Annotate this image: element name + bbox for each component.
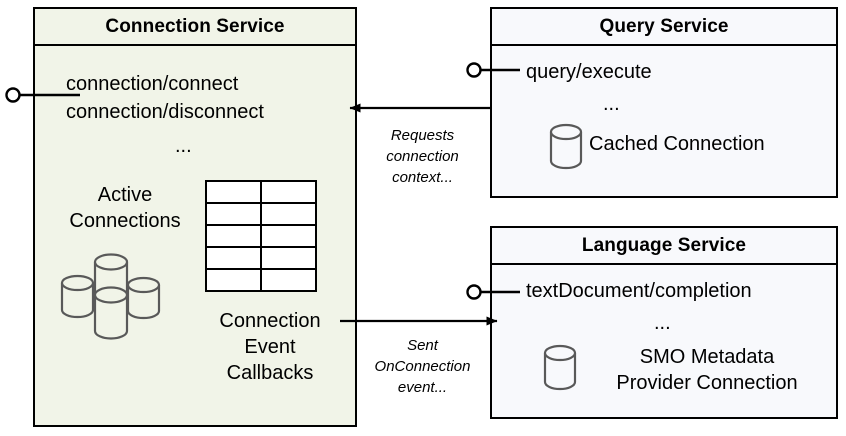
table-cell bbox=[205, 202, 262, 226]
query-service-more: ... bbox=[603, 93, 620, 115]
edge-label-line2: OnConnection bbox=[374, 358, 471, 375]
language-service-title: Language Service bbox=[492, 228, 836, 265]
table-row[interactable] bbox=[205, 246, 317, 270]
connection-event-callbacks-table[interactable] bbox=[205, 180, 317, 292]
edge-label-line1: Requests bbox=[390, 127, 455, 144]
callbacks-label-line1: Connection bbox=[219, 310, 321, 332]
table-cell bbox=[260, 224, 317, 248]
active-connections-label-line2: Connections bbox=[69, 210, 181, 232]
smo-metadata-provider-connection-label: SMO Metadata Provider Connection bbox=[582, 344, 832, 396]
edge-label-line1: Sent bbox=[407, 337, 438, 354]
edge-label-query-to-connection: Requests connection context... bbox=[360, 125, 485, 188]
connection-event-callbacks-label: Connection Event Callbacks bbox=[190, 308, 350, 386]
query-service-box[interactable]: Query Service query/execute ... Cached C… bbox=[490, 7, 838, 198]
cached-connection-label: Cached Connection bbox=[589, 133, 765, 155]
active-connections-label: Active Connections bbox=[45, 182, 205, 234]
edge-label-connection-to-language: Sent OnConnection event... bbox=[355, 335, 490, 398]
table-cell bbox=[205, 246, 262, 270]
connection-service-box[interactable]: Connection Service connection/connect co… bbox=[33, 7, 357, 427]
table-row[interactable] bbox=[205, 224, 317, 248]
smo-label-line2: Provider Connection bbox=[616, 372, 798, 394]
table-cell bbox=[260, 246, 317, 270]
language-service-body: textDocument/completion ... SMO Metadata… bbox=[492, 265, 836, 417]
query-service-lollipop-interface-icon[interactable] bbox=[466, 62, 521, 78]
connection-service-lollipop-interface-icon[interactable] bbox=[5, 87, 81, 103]
table-cell bbox=[260, 180, 317, 204]
language-service-api-0: textDocument/completion bbox=[526, 280, 752, 302]
query-service-title: Query Service bbox=[492, 9, 836, 46]
active-connections-label-line1: Active bbox=[97, 184, 153, 206]
connection-service-api-1: connection/disconnect bbox=[66, 101, 264, 123]
table-cell bbox=[205, 224, 262, 248]
callbacks-table-body bbox=[205, 180, 317, 292]
table-row[interactable] bbox=[205, 180, 317, 204]
language-service-box[interactable]: Language Service textDocument/completion… bbox=[490, 226, 838, 419]
callbacks-label-line2: Event bbox=[244, 336, 296, 358]
table-row[interactable] bbox=[205, 268, 317, 292]
connection-service-more: ... bbox=[175, 135, 192, 157]
edge-label-line3: event... bbox=[397, 379, 448, 396]
table-cell bbox=[205, 180, 262, 204]
table-cell bbox=[260, 268, 317, 292]
callbacks-label-line3: Callbacks bbox=[226, 362, 314, 384]
connection-service-api-0: connection/connect bbox=[66, 73, 239, 95]
query-service-api-0: query/execute bbox=[526, 61, 652, 83]
connection-service-body: connection/connect connection/disconnect… bbox=[35, 46, 355, 425]
connection-service-title: Connection Service bbox=[35, 9, 355, 46]
table-cell bbox=[260, 202, 317, 226]
language-service-lollipop-interface-icon[interactable] bbox=[466, 284, 521, 300]
edge-label-line3: context... bbox=[392, 169, 453, 186]
query-service-body: query/execute ... Cached Connection bbox=[492, 46, 836, 196]
edge-label-line2: connection bbox=[386, 148, 459, 165]
table-row[interactable] bbox=[205, 202, 317, 226]
smo-label-line1: SMO Metadata bbox=[639, 346, 775, 368]
table-cell bbox=[205, 268, 262, 292]
language-service-more: ... bbox=[654, 312, 671, 334]
